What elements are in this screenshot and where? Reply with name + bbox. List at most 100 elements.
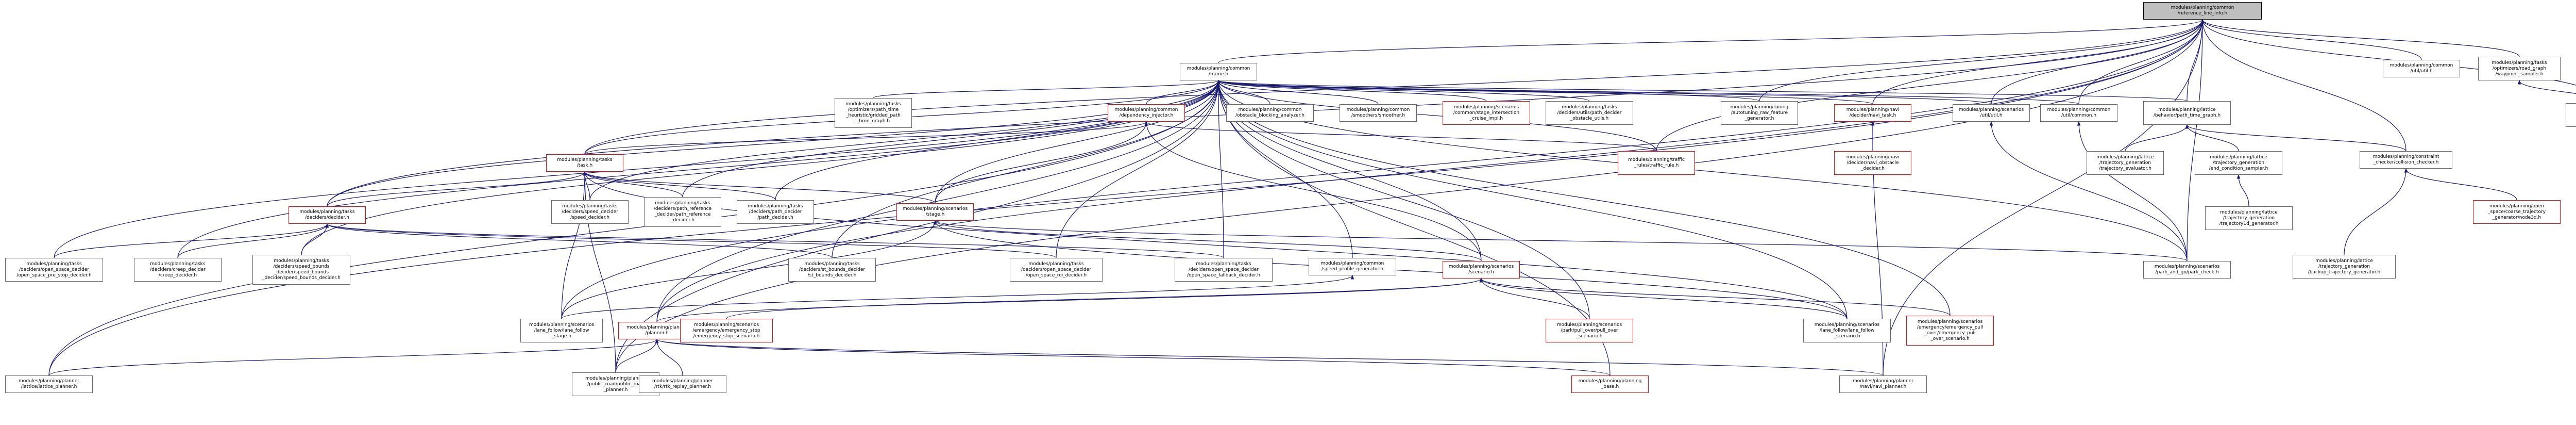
dependency-edge — [935, 80, 1221, 204]
graph-node[interactable]: modules/planning/scenarios /emergency/em… — [680, 319, 773, 342]
dependency-edge — [1144, 121, 1657, 152]
dependency-edge — [1216, 80, 1657, 152]
dependency-edge — [656, 278, 1483, 322]
graph-node[interactable]: modules/planning/tasks /deciders/open_sp… — [5, 258, 103, 282]
dependency-edge — [1218, 19, 2205, 63]
graph-node[interactable]: modules/planning/planner /lattice/lattic… — [5, 375, 93, 393]
graph-node[interactable]: modules/planning/tasks /deciders/st_boun… — [788, 258, 876, 282]
graph-node[interactable]: modules/planning/tasks /deciders/creep_d… — [134, 258, 222, 282]
dependency-edge — [2125, 124, 2189, 152]
graph-node[interactable]: modules/planning/tasks /task.h — [546, 154, 623, 172]
dependency-edge — [2200, 19, 2406, 152]
dependency-edge — [1989, 121, 2188, 261]
graph-node[interactable]: modules/planning/tuning /autotuning_raw_… — [1721, 101, 1798, 125]
graph-node[interactable]: modules/planning/lattice /trajectory_gen… — [2293, 255, 2396, 279]
dependency-edges — [48, 19, 2576, 376]
graph-node[interactable]: modules/planning/lattice /trajectory_gen… — [2087, 151, 2164, 175]
graph-node[interactable]: modules/planning/common /reference_line_… — [2143, 2, 2262, 20]
dependency-edge — [2344, 168, 2408, 255]
dependency-edge — [2404, 168, 2517, 201]
graph-node[interactable]: modules/planning/scenarios /lane_follow/… — [520, 319, 603, 342]
dependency-edge — [177, 223, 329, 258]
dependency-edge — [561, 220, 937, 319]
dependency-edge — [1056, 80, 1221, 258]
graph-node[interactable]: modules/planning/scenarios /park/pull_ov… — [1546, 319, 1633, 342]
graph-node[interactable]: modules/planning/constraint _checker/col… — [2360, 151, 2452, 169]
dependency-edge — [934, 220, 2188, 261]
dependency-edge — [656, 19, 2205, 322]
dependency-edge — [2517, 80, 2576, 94]
dependency-edge — [1479, 278, 1848, 319]
graph-node[interactable]: modules/planning/scenarios /park_and_go/… — [2143, 261, 2231, 279]
dependency-edge — [2185, 124, 2239, 152]
graph-node[interactable]: modules/planning/tasks /deciders/path_de… — [737, 200, 814, 224]
graph-node[interactable]: modules/planning/scenarios /util/util.h — [1953, 104, 2030, 122]
dependency-edge — [656, 80, 1221, 322]
dependency-edge — [583, 171, 776, 201]
dependency-edge — [583, 171, 936, 204]
dependency-edge — [1479, 278, 1590, 319]
dependency-edge — [1216, 80, 1487, 102]
graph-node[interactable]: modules/planning/tasks /optimizers/road_… — [2478, 57, 2561, 80]
dependency-edge — [561, 19, 2205, 319]
dependency-edge — [54, 80, 1221, 258]
graph-node[interactable]: modules/planning/planner /navi/navi_plan… — [1839, 375, 1927, 393]
graph-node[interactable]: modules/planning/scenarios /lane_follow/… — [1803, 319, 1891, 342]
dependency-edge — [1146, 80, 1221, 105]
dependency-edge — [1216, 80, 1224, 258]
dependency-edge — [1217, 80, 2188, 102]
graph-node[interactable]: modules/planning/common /util/common.h — [2040, 104, 2117, 122]
graph-node[interactable]: modules/planning/tasks /optimizers/path_… — [835, 98, 912, 128]
graph-node[interactable]: modules/planning/scenarios /emergency/em… — [1906, 316, 1994, 346]
graph-node[interactable]: modules/planning/scenarios /scenario.h — [1443, 261, 1520, 279]
graph-node[interactable]: modules/planning/tasks /deciders/speed_b… — [252, 255, 350, 285]
graph-node[interactable]: modules/planning/planner /rtk/rtk_replay… — [639, 375, 726, 393]
graph-node[interactable]: modules/planning/tasks /optimizers/road_… — [2566, 103, 2576, 127]
graph-node[interactable]: modules/planning/tasks /deciders/open_sp… — [1010, 258, 1103, 282]
graph-node[interactable]: modules/planning/open _space/coarse_traj… — [2473, 200, 2561, 224]
graph-node[interactable]: modules/planning/common /smoothers/smoot… — [1340, 104, 1417, 122]
graph-node[interactable]: modules/planning/scenarios /common/stage… — [1443, 101, 1530, 125]
graph-node[interactable]: modules/planning/lattice /behavior/path_… — [2143, 101, 2231, 125]
dependency-edge — [726, 278, 1483, 319]
dependency-edge — [2200, 19, 2422, 60]
dependency-edge — [1216, 80, 1590, 102]
dependency-edge — [2187, 19, 2205, 261]
dependency-edge — [584, 121, 1148, 155]
dependency-edge — [1216, 80, 1611, 376]
graph-node[interactable]: modules/planning/navi /decider/navi_obst… — [1834, 151, 1911, 175]
dependency-edge — [1216, 80, 1951, 316]
graph-node[interactable]: modules/planning/lattice /trajectory_gen… — [2195, 151, 2282, 175]
graph-node[interactable]: modules/planning/common /speed_profile_g… — [1309, 258, 1396, 275]
graph-node[interactable]: modules/planning/common /dependency_inje… — [1108, 104, 1185, 122]
graph-node[interactable]: modules/planning/navi /decider/navi_task… — [1834, 104, 1911, 122]
graph-node[interactable]: modules/planning/lattice /trajectory_gen… — [2205, 206, 2293, 230]
dependency-edge — [54, 223, 329, 258]
dependency-edge — [301, 223, 329, 255]
dependency-edge — [325, 223, 833, 258]
dependency-edge — [2077, 121, 2188, 261]
graph-node[interactable]: modules/planning/planning _base.h — [1571, 375, 1649, 393]
dependency-edge — [2185, 124, 2406, 152]
dependency-edge — [615, 19, 2205, 373]
graph-node[interactable]: modules/planning/tasks /deciders/decider… — [289, 206, 366, 224]
dependency-edge — [326, 223, 1224, 258]
graph-node[interactable]: modules/planning/traffic _rules/traffic_… — [1618, 151, 1695, 175]
graph-node[interactable]: modules/planning/tasks /deciders/open_sp… — [1175, 258, 1273, 282]
dependency-edge — [2200, 19, 2520, 57]
dependency-edge — [327, 80, 1221, 207]
graph-node[interactable]: modules/planning/tasks /deciders/path_re… — [644, 197, 721, 227]
dependency-edge — [1216, 80, 1379, 105]
graph-node[interactable]: modules/planning/common /frame.h — [1180, 63, 1257, 80]
dependency-edge — [2236, 174, 2249, 207]
graph-node[interactable]: modules/planning/common /util/util.h — [2383, 60, 2460, 77]
graph-node[interactable]: modules/planning/scenarios /stage.h — [896, 203, 974, 221]
dependency-edge — [933, 220, 1482, 261]
dependency-edge — [1479, 278, 1951, 316]
graph-node[interactable]: modules/planning/tasks /deciders/speed_d… — [551, 200, 629, 224]
dependency-edge — [561, 171, 587, 319]
dependency-edge — [583, 171, 1848, 319]
graph-node[interactable]: modules/planning/common /obstacle_blocki… — [1226, 104, 1314, 122]
graph-node[interactable]: modules/planning/tasks /deciders/utils/p… — [1546, 101, 1633, 125]
